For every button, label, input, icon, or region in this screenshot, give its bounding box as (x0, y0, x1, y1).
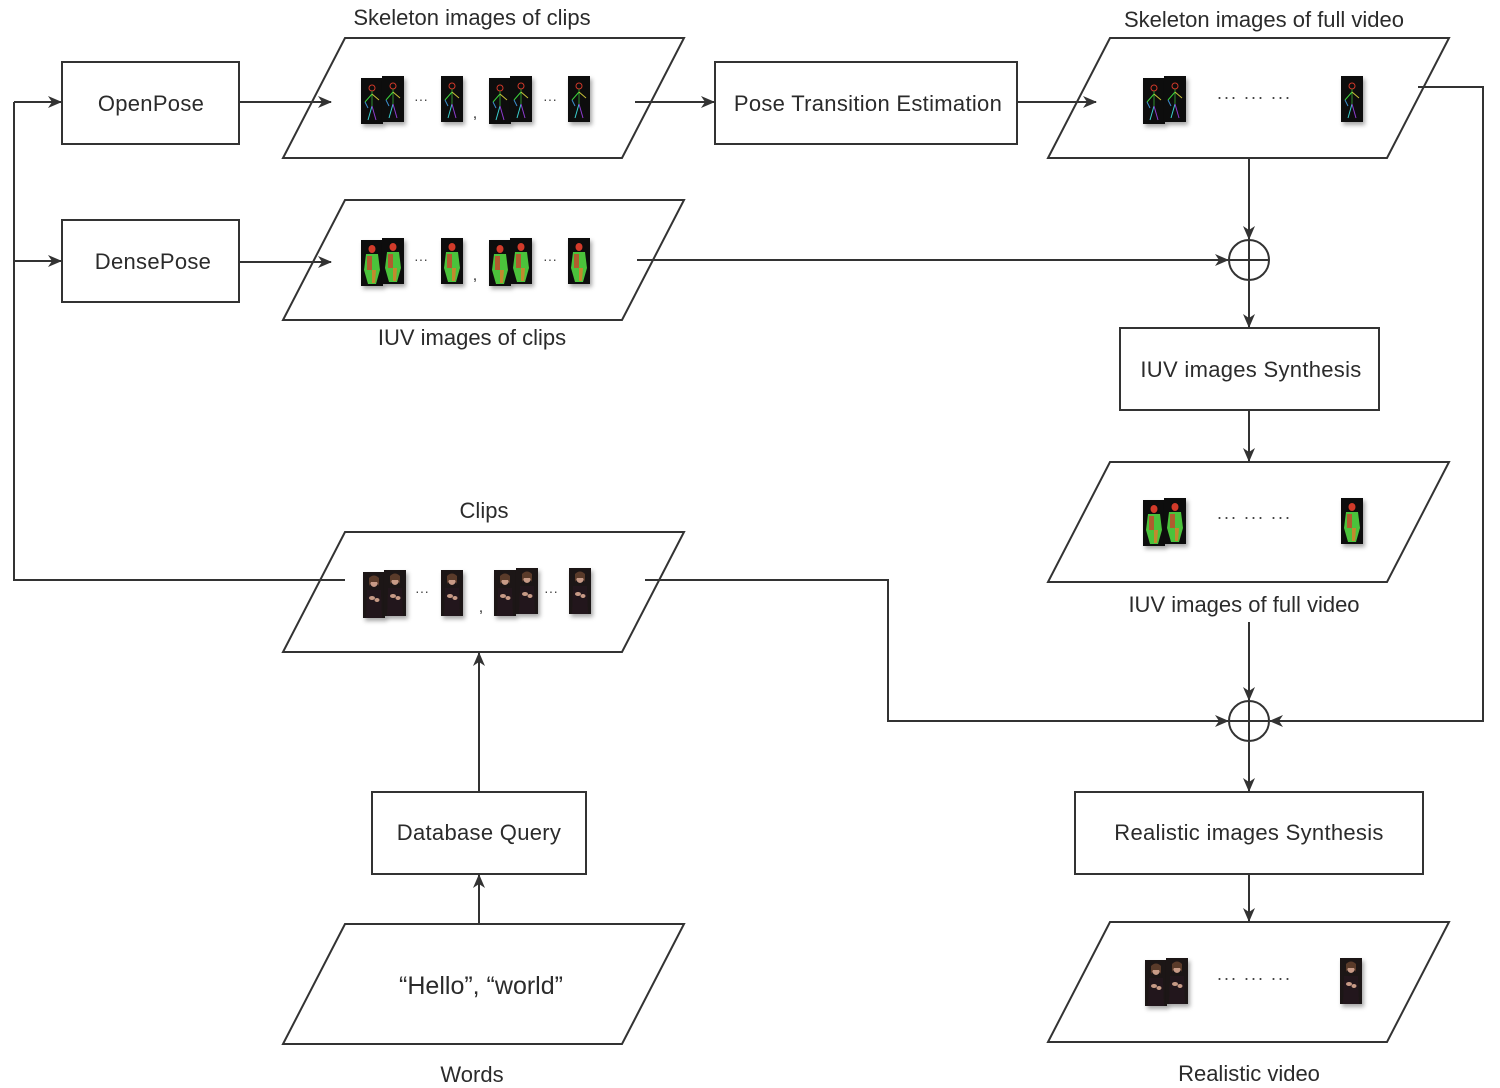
ellipsis: ··· ··· ··· (1217, 968, 1292, 988)
clips-node: Clips ··· , ··· (281, 498, 686, 653)
openpose-box: OpenPose (61, 61, 240, 145)
realistic-video-caption: Realistic video (1178, 1061, 1320, 1086)
comma: , (479, 599, 483, 616)
combine-node-top (1228, 239, 1270, 281)
pose-transition-label: Pose Transition Estimation (734, 91, 1002, 116)
skeleton-full-node: Skeleton images of full video ··· ··· ··… (1046, 7, 1451, 159)
openpose-label: OpenPose (98, 91, 204, 116)
clips-caption: Clips (460, 498, 509, 523)
words-caption: Words (440, 1062, 503, 1087)
ellipsis: ··· (414, 91, 428, 107)
realistic-video-thumbnails: ··· ··· ··· (1145, 958, 1362, 1006)
densepose-box: DensePose (61, 219, 240, 303)
clip-thumbnails: ··· , ··· (363, 568, 591, 618)
densepose-label: DensePose (95, 249, 211, 274)
pose-transition-box: Pose Transition Estimation (714, 61, 1018, 145)
iuv-full-node: IUV images of full video ··· ··· ··· (1046, 461, 1451, 617)
iuv-clips-node: IUV images of clips ··· , ··· (281, 199, 686, 350)
realistic-synthesis-label: Realistic images Synthesis (1114, 820, 1383, 845)
realistic-video-node: Realistic video ··· ··· ··· (1046, 921, 1451, 1086)
database-query-box: Database Query (371, 791, 587, 875)
skeleton-clips-caption: Skeleton images of clips (353, 5, 590, 30)
skeleton-full-thumbnails: ··· ··· ··· (1142, 75, 1364, 125)
ellipsis: ··· (544, 583, 558, 599)
arrow-clips-to-final-combine (645, 579, 1229, 727)
ellipsis: ··· ··· ··· (1217, 507, 1292, 527)
iuv-full-thumbnails: ··· ··· ··· (1143, 498, 1363, 546)
arrow-skeleton-full-to-final-combine (1269, 86, 1484, 727)
database-query-label: Database Query (397, 820, 561, 845)
comma: , (473, 267, 477, 284)
skeleton-thumbnails: ··· , ··· (360, 75, 591, 125)
iuv-synthesis-label: IUV images Synthesis (1140, 357, 1361, 382)
iuv-full-caption: IUV images of full video (1128, 592, 1359, 617)
words-node: “Hello”, “world” Words (281, 923, 686, 1087)
ellipsis: ··· (543, 251, 557, 267)
clips-feedback-line (13, 102, 345, 581)
ellipsis: ··· ··· ··· (1217, 87, 1292, 107)
realistic-synthesis-box: Realistic images Synthesis (1074, 791, 1424, 875)
iuv-clips-caption: IUV images of clips (378, 325, 566, 350)
comma: , (473, 105, 477, 122)
connectors (13, 86, 1484, 924)
skeleton-clips-node: Skeleton images of clips ··· , ··· (281, 5, 686, 159)
ellipsis: ··· (415, 583, 429, 599)
combine-node-bottom (1228, 700, 1270, 742)
words-input-text: “Hello”, “world” (399, 972, 563, 1000)
ellipsis: ··· (414, 251, 428, 267)
ellipsis: ··· (543, 91, 557, 107)
iuv-synthesis-box: IUV images Synthesis (1119, 327, 1380, 411)
iuv-thumbnails: ··· , ··· (361, 238, 590, 286)
skeleton-full-caption: Skeleton images of full video (1124, 7, 1404, 32)
